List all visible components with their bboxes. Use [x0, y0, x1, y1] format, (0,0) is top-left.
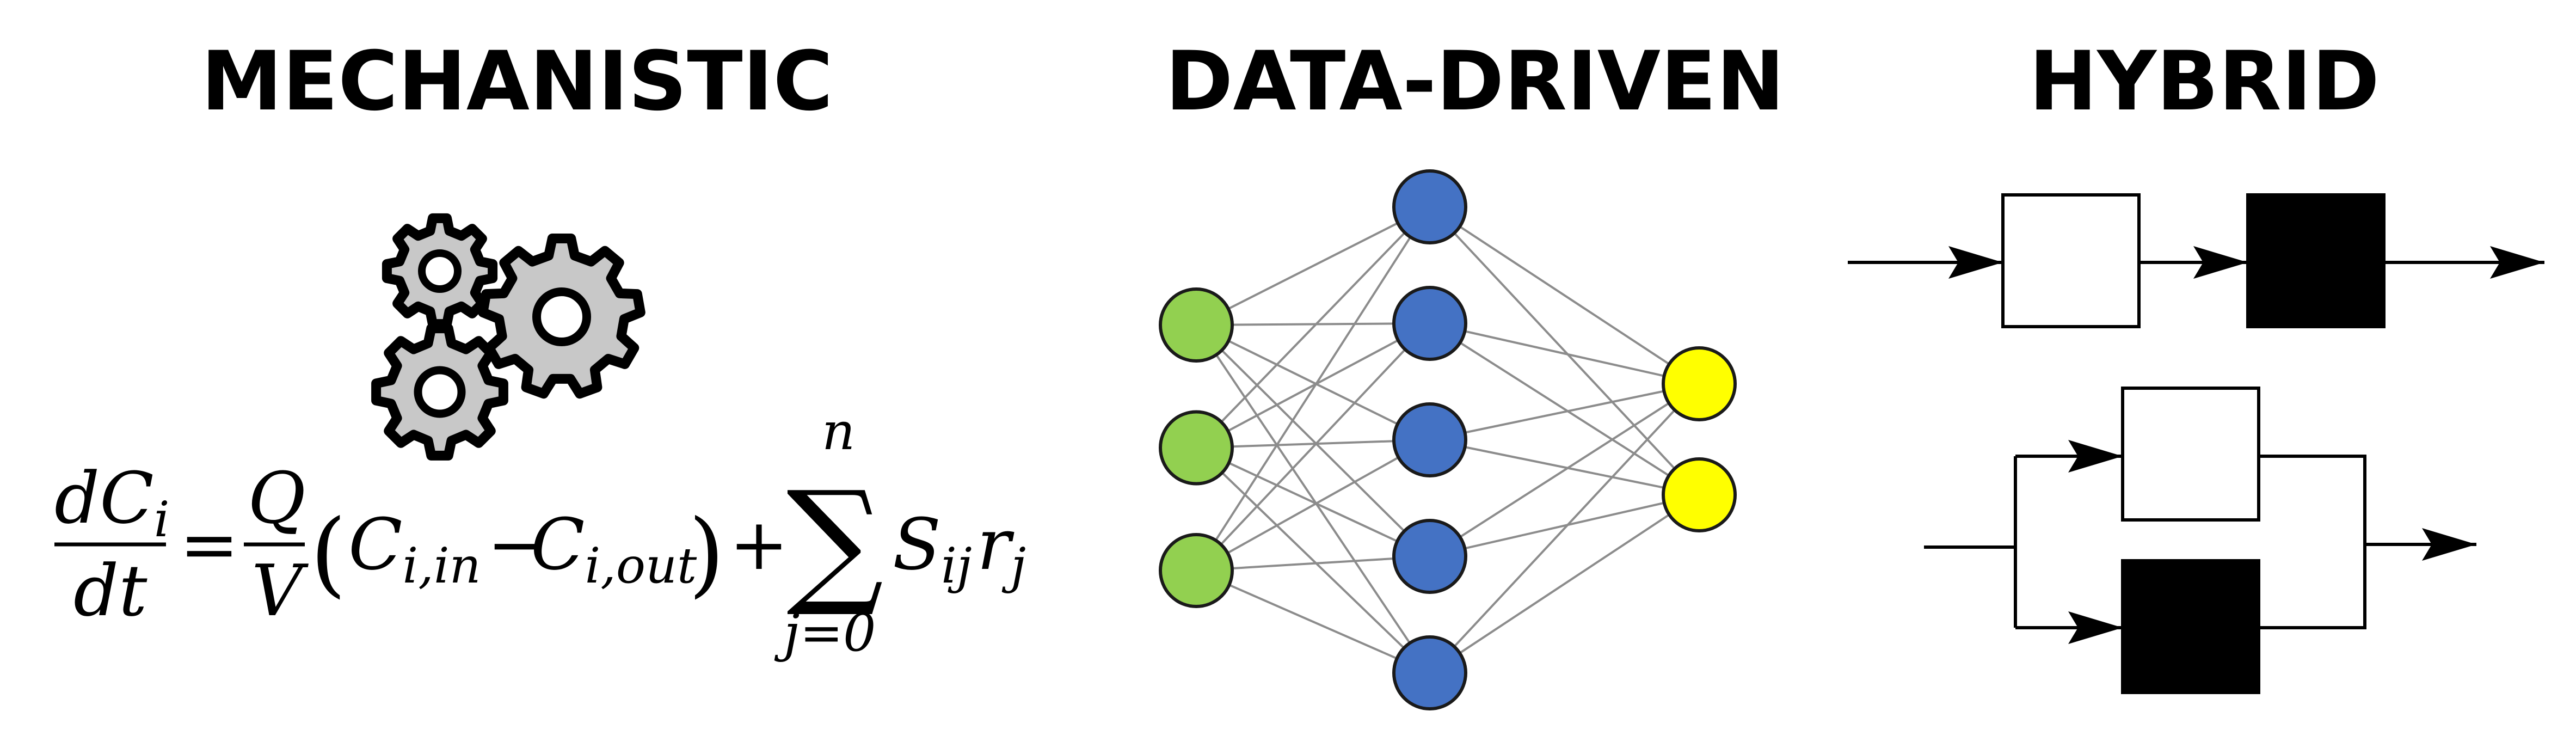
hidden-node [1392, 402, 1467, 477]
eq-sum-lower: j=0 [774, 603, 876, 663]
parallel-merge-line [2259, 455, 2366, 629]
network-edge [1196, 446, 1430, 557]
network-edge [1429, 439, 1700, 496]
serial-white-box [2001, 193, 2141, 328]
eq-close-paren: ) [688, 500, 724, 608]
network-edge [1196, 322, 1430, 326]
network-edge [1429, 494, 1700, 674]
network-edge [1195, 324, 1431, 674]
input-node [1159, 533, 1234, 608]
network-edge [1195, 447, 1431, 674]
gear-icon [371, 323, 508, 461]
eq-open-paren: ( [310, 500, 346, 608]
network-edge [1429, 322, 1700, 385]
network-edge [1196, 439, 1430, 572]
neural-network-icon [1159, 169, 1737, 710]
parallel-black-box [2121, 559, 2260, 694]
mass-balance-equation: dCi dt = Q V ( Ci,in − Ci,out ) + n ∑ j=… [54, 402, 1026, 663]
parallel-configuration [1924, 387, 2476, 694]
gear-hole [532, 287, 591, 346]
gear-icon [382, 213, 498, 329]
network-edge [1429, 322, 1700, 496]
eq-minus: − [487, 503, 546, 586]
network-edge [1196, 555, 1430, 572]
network-edge [1429, 383, 1700, 674]
network-edge [1195, 206, 1431, 572]
network-edge [1196, 569, 1430, 674]
hidden-node [1392, 519, 1467, 594]
hybrid-block-diagram-icon [1848, 193, 2544, 694]
eq-term1: Ci,in [348, 503, 481, 594]
input-node [1159, 287, 1234, 363]
eq-lhs-numerator: dCi [54, 457, 169, 548]
parallel-white-box [2121, 387, 2260, 522]
eq-plus: + [729, 503, 789, 586]
network-edge [1196, 324, 1430, 441]
hidden-node [1392, 169, 1467, 244]
network-edge [1429, 494, 1700, 557]
eq-equals: = [180, 503, 239, 586]
gear-hole [418, 249, 462, 293]
network-edge [1196, 206, 1430, 326]
serial-black-box [2246, 193, 2386, 328]
serial-configuration [1848, 193, 2544, 328]
network-edge [1429, 206, 1700, 385]
eq-summand-r: rj [977, 503, 1026, 594]
eq-ratio-numerator: Q [248, 457, 306, 540]
input-node [1159, 410, 1234, 486]
gear-icon [478, 234, 645, 399]
network-edges [1195, 206, 1700, 674]
gears-icon [371, 213, 645, 461]
hidden-node [1392, 635, 1467, 710]
network-edge [1196, 439, 1430, 449]
network-nodes [1159, 169, 1737, 710]
eq-summand-s: Sij [893, 503, 972, 594]
output-node [1662, 457, 1737, 532]
network-edge [1196, 322, 1430, 449]
network-edge [1195, 206, 1431, 449]
eq-sum-upper: n [822, 402, 855, 462]
gear-hole [414, 366, 466, 418]
mechanistic-heading: MECHANISTIC [201, 34, 833, 129]
eq-term2: Ci,out [531, 503, 697, 594]
eq-lhs-denominator: dt [73, 549, 147, 632]
output-node [1662, 346, 1737, 421]
network-edge [1195, 324, 1431, 557]
network-edge [1429, 206, 1700, 496]
network-edge [1195, 322, 1431, 572]
eq-ratio-denominator: V [251, 549, 309, 632]
eq-sum-symbol: ∑ [786, 462, 883, 620]
network-edge [1429, 383, 1700, 441]
data-driven-heading: DATA-DRIVEN [1165, 34, 1785, 129]
network-edge [1429, 383, 1700, 557]
hidden-node [1392, 286, 1467, 361]
hybrid-heading: HYBRID [2028, 34, 2380, 129]
